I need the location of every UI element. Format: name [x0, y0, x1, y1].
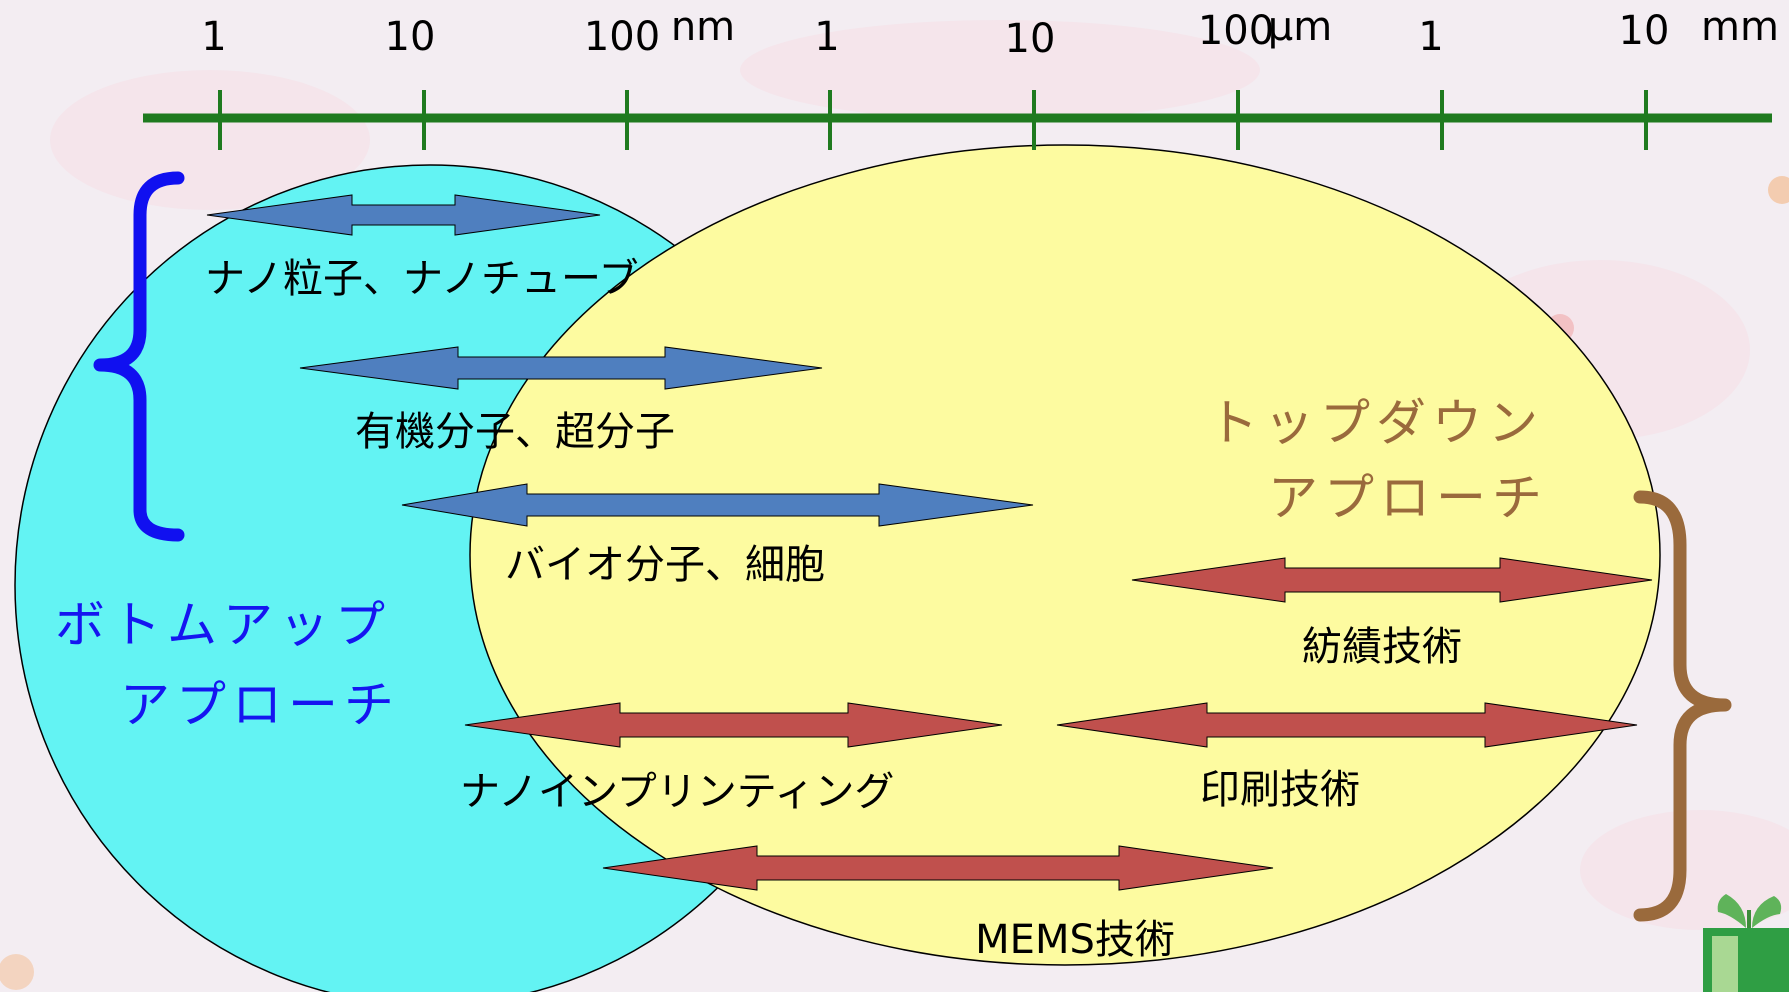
item-label-nanoimprinting: ナノインプリンティング [460, 769, 894, 815]
double-arrow-icon [401, 483, 1034, 527]
top-down-arrows [464, 557, 1653, 891]
scale-unit-label: nm [671, 4, 735, 50]
scale-tick-label: 100 [584, 14, 660, 60]
top-down-subtitle: アプローチ [1268, 469, 1548, 527]
scale-tick-label: 1 [1418, 14, 1443, 60]
bottom-up-arrows [206, 194, 1034, 527]
item-label-nanoparticles: ナノ粒子、ナノチューブ [205, 256, 639, 302]
scale-tick-label: 1 [201, 14, 226, 60]
double-arrow-icon [206, 194, 601, 236]
scale-unit-label: μm [1268, 4, 1332, 50]
scale-tick-label: 1 [814, 14, 839, 60]
double-arrow-icon [1056, 702, 1638, 748]
scale-tick-label: 10 [1619, 8, 1670, 54]
bottom-up-subtitle: アプローチ [120, 676, 400, 734]
bottom-up-brace [93, 171, 185, 542]
top-down-region [469, 144, 1661, 966]
scale-axis: 1 10 100 nm 1 10 100 μm 1 10 mm [143, 4, 1779, 150]
item-label-biomolecules: バイオ分子、細胞 [505, 542, 825, 588]
scale-tick-label: 100 [1198, 8, 1274, 54]
item-label-organic-molecules: 有機分子、超分子 [355, 409, 675, 455]
scale-tick-label: 10 [1005, 16, 1056, 62]
bottom-up-title: ボトムアップ [55, 596, 391, 654]
top-down-brace [1633, 490, 1732, 922]
double-arrow-icon [299, 346, 823, 390]
scale-tick-label: 10 [385, 14, 436, 60]
item-label-mems: MEMS技術 [975, 917, 1175, 963]
double-arrow-icon [464, 702, 1003, 748]
top-down-title: トップダウン [1208, 394, 1544, 452]
scale-unit-label: mm [1701, 4, 1779, 50]
double-arrow-icon [602, 845, 1274, 891]
double-arrow-icon [1131, 557, 1653, 603]
sprout-logo-icon [1703, 894, 1789, 992]
item-label-spinning: 紡績技術 [1302, 624, 1462, 670]
item-label-printing: 印刷技術 [1200, 767, 1360, 813]
